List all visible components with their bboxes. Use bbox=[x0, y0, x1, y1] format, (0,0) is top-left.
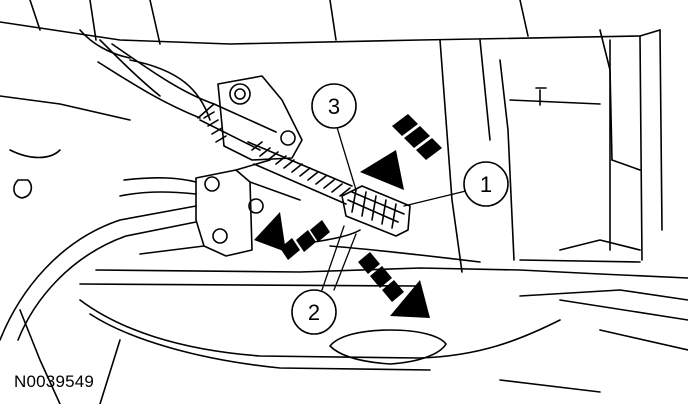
floor-pan bbox=[19, 289, 688, 404]
brake-cable-right bbox=[79, 229, 688, 287]
lower-bracket bbox=[139, 159, 301, 257]
vehicle-frame-lines bbox=[0, 0, 663, 273]
upper-bracket bbox=[199, 75, 303, 161]
callout-1: 1 bbox=[463, 161, 509, 207]
callout-2: 2 bbox=[291, 289, 337, 335]
arrow-push-icon bbox=[360, 114, 442, 190]
movement-arrows bbox=[254, 114, 442, 318]
arrow-release-icon bbox=[358, 252, 430, 318]
callout-2-label: 2 bbox=[308, 300, 320, 325]
cable-adjuster bbox=[341, 185, 411, 237]
figure-id: N0039549 bbox=[14, 372, 95, 391]
callout-3-label: 3 bbox=[328, 94, 340, 119]
cable-spring bbox=[203, 111, 353, 205]
cable-conduit bbox=[97, 43, 215, 119]
arrow-pull-left-icon bbox=[254, 212, 330, 260]
callout-3: 3 bbox=[311, 83, 357, 129]
brake-cable-left bbox=[0, 177, 197, 341]
callout-1-label: 1 bbox=[480, 172, 492, 197]
callout-leader-lines bbox=[321, 123, 471, 291]
